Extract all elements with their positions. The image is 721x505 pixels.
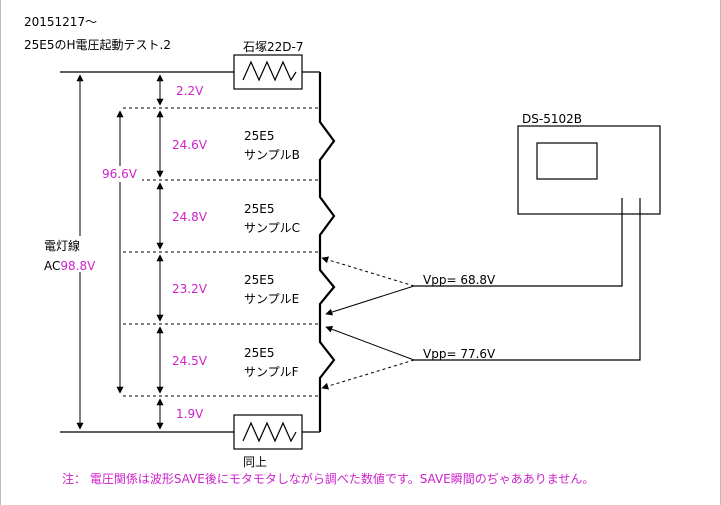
scope-label: DS-5102B	[522, 112, 582, 126]
probe-1-solid-arrow	[325, 285, 415, 316]
resistor-top-box	[233, 54, 303, 90]
resistor-top-zigzag	[242, 60, 297, 82]
tube-name-2: サンプルC	[244, 221, 300, 235]
tube-type-1: 25E5	[244, 129, 275, 143]
probe-wire-2	[414, 198, 641, 361]
heater-total-backdrop	[100, 166, 142, 182]
heater-string	[318, 72, 336, 432]
probe-2-dashed-arrow	[321, 359, 415, 390]
vpp-value-1: Vpp= 68.8V	[423, 273, 496, 287]
tube-name-4: サンプルF	[244, 365, 299, 379]
probe-1-dashed-arrow	[321, 256, 415, 287]
tube-name-1: サンプルB	[244, 148, 300, 162]
mains-prefix: AC	[44, 259, 60, 273]
resistor-bottom-label: 同上	[243, 455, 267, 469]
header-date: 20151217〜	[24, 15, 97, 29]
drop-voltage-1: 2.2V	[176, 84, 204, 98]
resistor-bottom-zigzag	[242, 421, 297, 443]
heater-total-voltage: 96.6V	[102, 167, 138, 181]
resistor-bottom-box	[233, 414, 303, 450]
tube-type-3: 25E5	[244, 273, 275, 287]
vpp-value-2: Vpp= 77.6V	[423, 347, 496, 361]
drop-voltage-3: 24.8V	[172, 210, 208, 224]
scope-screen	[536, 142, 598, 180]
mains-label-backdrop	[40, 236, 110, 272]
tube-name-3: サンプルE	[244, 292, 299, 306]
mains-label: 電灯線	[44, 238, 80, 253]
probe-2-solid-arrow	[325, 325, 415, 361]
header-title: 25E5のH電圧起動テスト.2	[24, 38, 171, 52]
drop-voltage-2: 24.6V	[172, 138, 208, 152]
resistor-top-label: 石塚22D-7	[243, 40, 303, 54]
tube-type-2: 25E5	[244, 202, 275, 216]
mains-voltage: 98.8V	[60, 259, 96, 273]
mains-value: AC98.8V	[44, 259, 96, 273]
probe-wire-1	[414, 198, 623, 287]
footnote: 注： 電圧関係は波形SAVE後にモタモタしながら調べた数値です。SAVE瞬間のぢ…	[62, 471, 594, 486]
drop-voltage-4: 23.2V	[172, 282, 208, 296]
drop-voltage-5: 24.5V	[172, 354, 208, 368]
drop-voltage-6: 1.9V	[176, 407, 204, 421]
tube-type-4: 25E5	[244, 346, 275, 360]
